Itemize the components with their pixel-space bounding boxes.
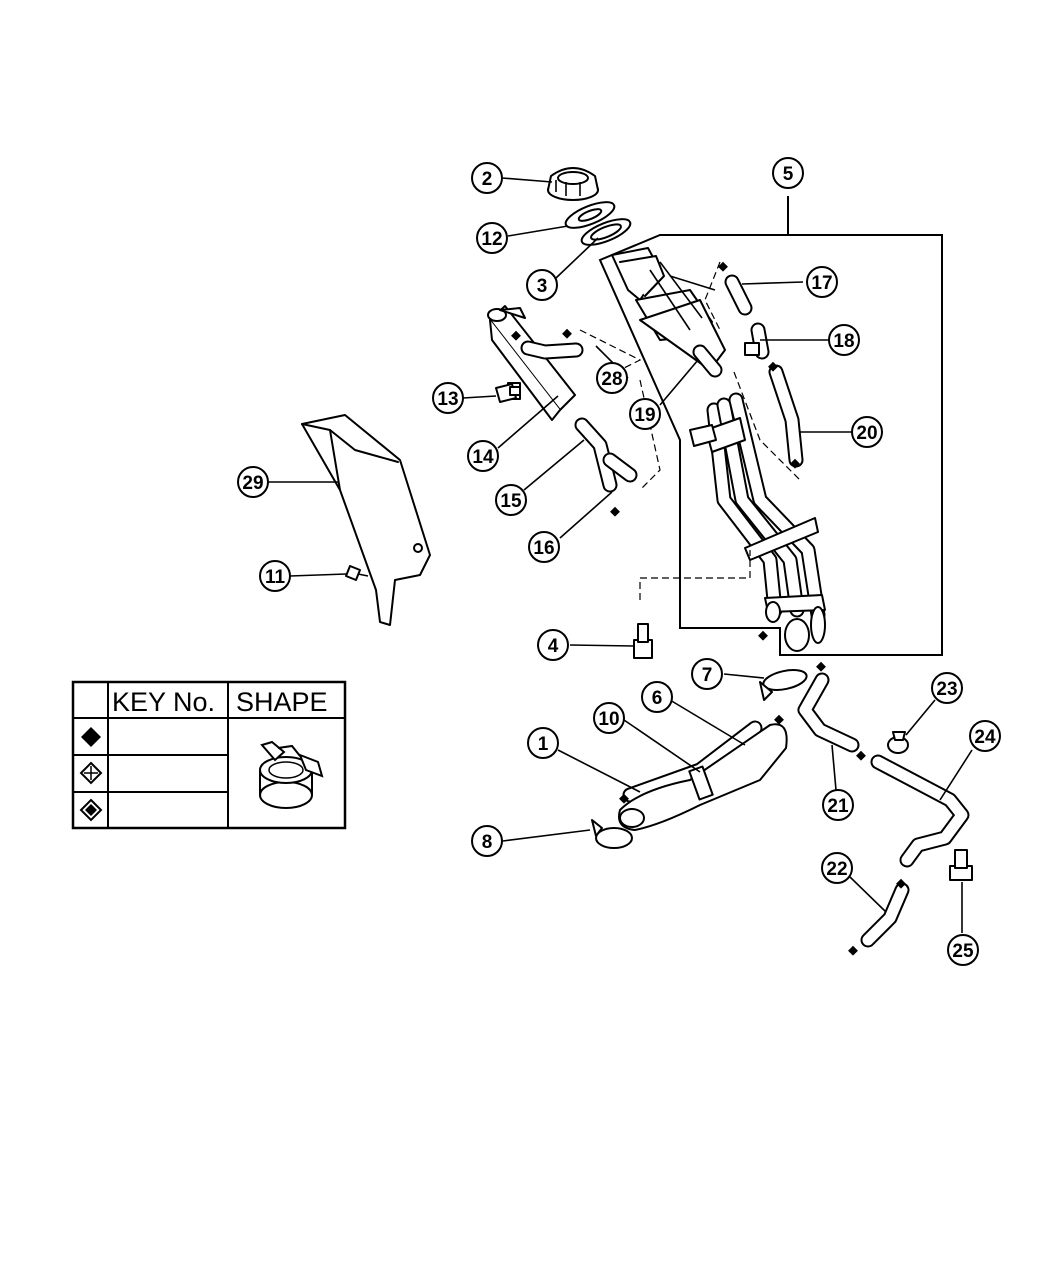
callout-12-label: 12 (481, 229, 502, 250)
callout-28: 28 (596, 362, 628, 394)
callout-21: 21 (822, 789, 854, 821)
vent-hoses (692, 274, 804, 468)
callout-2-label: 2 (482, 169, 493, 190)
callout-18-label: 18 (833, 331, 854, 352)
canister-hose-28 (520, 340, 584, 360)
callout-18: 18 (828, 324, 860, 356)
hose-clamp-7 (759, 669, 808, 701)
callout-11-label: 11 (265, 567, 286, 588)
callout-24: 24 (969, 720, 1001, 752)
callout-7: 7 (691, 658, 723, 690)
callout-15-label: 15 (500, 491, 522, 512)
canister-bolt (495, 383, 521, 403)
callout-29: 29 (237, 466, 269, 498)
outline-diamond-cross-icon (79, 761, 103, 785)
canister-hose-15-16 (574, 417, 638, 493)
fuel-cap (547, 167, 599, 201)
filler-hose (618, 720, 788, 831)
bolt-25 (949, 849, 973, 881)
callout-12: 12 (476, 222, 508, 254)
callout-15: 15 (495, 484, 527, 516)
key-markers (511, 261, 906, 956)
leader-lines (268, 177, 973, 933)
assembly-5-frame (598, 196, 943, 656)
callout-8: 8 (471, 825, 503, 857)
vent-hose-22 (860, 882, 910, 948)
vapor-canister (487, 305, 576, 421)
callout-21-label: 21 (827, 796, 849, 817)
callout-14-label: 14 (472, 447, 494, 468)
callout-11: 11 (259, 560, 291, 592)
callout-14: 14 (467, 440, 499, 472)
legend-header-shape: SHAPE (236, 687, 328, 717)
callout-24-label: 24 (974, 727, 996, 748)
routing-lines (579, 261, 801, 600)
callout-3: 3 (526, 269, 558, 301)
callout-20: 20 (851, 416, 883, 448)
filler-ring (580, 218, 632, 246)
outline-diamond-double-icon (79, 798, 103, 822)
callout-17: 17 (806, 266, 838, 298)
callout-16: 16 (528, 531, 560, 563)
callout-6: 6 (641, 681, 673, 713)
callout-23-label: 23 (936, 679, 957, 700)
cap-gasket (564, 201, 616, 229)
hose-clamp-8 (591, 819, 633, 849)
callout-4-label: 4 (548, 636, 559, 657)
callout-25: 25 (947, 934, 979, 966)
callout-19-label: 19 (634, 405, 655, 426)
callout-2: 2 (471, 162, 503, 194)
clamp-shape-icon (259, 740, 324, 809)
callout-8-label: 8 (482, 832, 493, 853)
vent-hose-21 (797, 672, 860, 753)
solid-diamond-icon (81, 727, 101, 747)
callout-1-label: 1 (538, 734, 549, 755)
callout-22: 22 (821, 852, 853, 884)
callout-23: 23 (931, 672, 963, 704)
filler-neck-assembly (611, 247, 826, 652)
legend-header-key: KEY No. (112, 687, 215, 717)
callout-19: 19 (629, 398, 661, 430)
callout-25-label: 25 (952, 941, 974, 962)
callout-20-label: 20 (856, 423, 877, 444)
vent-hose-24 (870, 754, 970, 868)
callout-13-label: 13 (437, 389, 458, 410)
callout-4: 4 (537, 629, 569, 661)
callout-5-label: 5 (783, 164, 794, 185)
callout-13: 13 (432, 382, 464, 414)
callout-29-label: 29 (242, 473, 263, 494)
callout-16-label: 16 (533, 538, 554, 559)
callout-1: 1 (527, 727, 559, 759)
push-pin (345, 565, 369, 581)
legend-table: KEY No. SHAPE (71, 680, 347, 830)
bolt-4 (633, 623, 653, 659)
callout-28-label: 28 (601, 369, 622, 390)
callout-10-label: 10 (598, 709, 619, 730)
callout-7-label: 7 (702, 665, 713, 686)
splash-shield (301, 414, 431, 626)
hose-clamp-23 (887, 731, 909, 754)
callout-22-label: 22 (826, 859, 847, 880)
callout-5: 5 (772, 157, 804, 189)
callout-10: 10 (593, 702, 625, 734)
callout-3-label: 3 (537, 276, 548, 297)
callout-17-label: 17 (811, 273, 832, 294)
callout-6-label: 6 (652, 688, 663, 709)
